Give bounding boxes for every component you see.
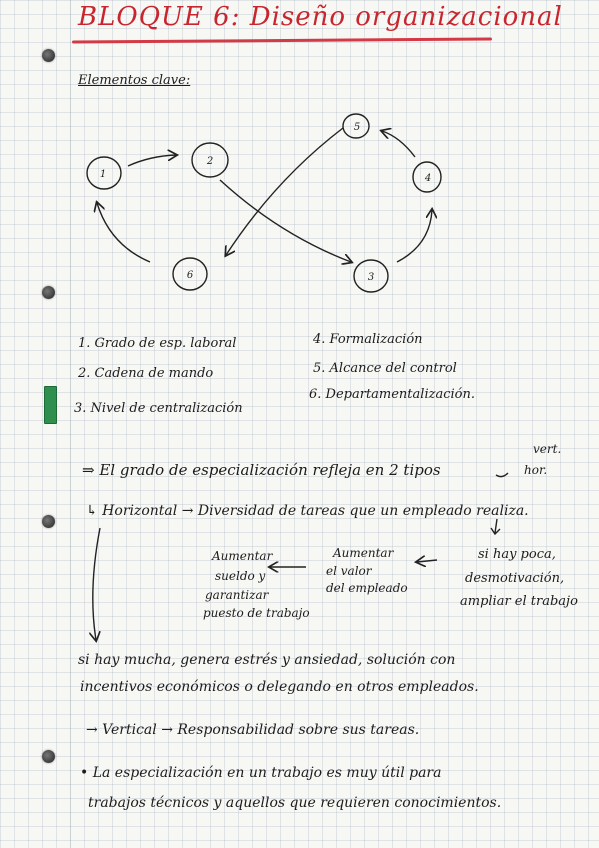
list-item: 5. Alcance del control bbox=[313, 361, 457, 376]
box-right-2: desmotivación, bbox=[465, 571, 565, 586]
box-left-3: garantizar bbox=[205, 588, 269, 602]
type-vert: vert. bbox=[533, 442, 562, 456]
node-label-6: 6 bbox=[187, 270, 194, 281]
section-subtitle: Elementos clave: bbox=[78, 73, 191, 88]
list-item: 3. Nivel de centralización bbox=[74, 401, 243, 416]
app-badge bbox=[44, 386, 57, 424]
box-left-1: Aumentar bbox=[212, 549, 273, 563]
binder-hole bbox=[42, 750, 55, 763]
list-item: 6. Departamentalización. bbox=[309, 387, 475, 402]
arrow-1-to-2 bbox=[127, 155, 176, 167]
box-right-1: si hay poca, bbox=[478, 547, 556, 562]
page-title: BLOQUE 6: Diseño organizacional bbox=[78, 2, 563, 32]
intro-line: ⇒ El grado de especialización refleja en… bbox=[82, 461, 441, 479]
list-item: 4. Formalización bbox=[313, 332, 423, 347]
arrow-2-to-3 bbox=[219, 179, 351, 262]
box-mid-3: del empleado bbox=[326, 581, 408, 595]
mucha-line-1: si hay mucha, genera estrés y ansiedad, … bbox=[78, 652, 456, 668]
node-circle-2 bbox=[191, 142, 229, 178]
tilde-arrow-vert bbox=[495, 472, 509, 478]
vertical-line: → Vertical → Responsabilidad sobre sus t… bbox=[86, 722, 420, 738]
arrow-6-to-1 bbox=[97, 203, 151, 263]
box-mid-1: Aumentar bbox=[333, 546, 394, 560]
down-arrow bbox=[490, 518, 501, 536]
node-label-1: 1 bbox=[100, 169, 106, 180]
node-circle-1 bbox=[86, 156, 122, 190]
box-left-4: puesto de trabajo bbox=[203, 606, 310, 620]
binder-hole bbox=[42, 49, 55, 62]
binder-hole bbox=[42, 286, 55, 299]
node-circle-4 bbox=[412, 161, 442, 193]
node-circle-5 bbox=[342, 113, 370, 139]
node-label-4: 4 bbox=[424, 173, 431, 184]
node-label-2: 2 bbox=[206, 156, 213, 167]
margin-line bbox=[70, 0, 71, 848]
bullet-line-1: • La especialización en un trabajo es mu… bbox=[80, 765, 442, 781]
list-item: 1. Grado de esp. laboral bbox=[78, 336, 237, 351]
long-down-arrow bbox=[93, 527, 100, 640]
box-left-2: sueldo y bbox=[215, 569, 266, 583]
node-label-3: 3 bbox=[368, 272, 374, 283]
arrow-4-to-5 bbox=[382, 131, 416, 158]
horizontal-line: ↳ Horizontal → Diversidad de tareas que … bbox=[86, 503, 529, 519]
arrow-5-to-6 bbox=[226, 127, 344, 255]
mucha-line-2: incentivos económicos o delegando en otr… bbox=[80, 679, 479, 695]
box-mid-2: el valor bbox=[326, 564, 372, 578]
binder-hole bbox=[42, 515, 55, 528]
node-circle-3 bbox=[353, 259, 389, 293]
arrow-right-to-mid bbox=[417, 560, 438, 562]
node-circle-6 bbox=[172, 257, 208, 291]
list-item: 2. Cadena de mando bbox=[78, 366, 214, 381]
bullet-line-2: trabajos técnicos y aquellos que requier… bbox=[88, 795, 502, 811]
node-label-5: 5 bbox=[354, 122, 360, 133]
arrow-3-to-4 bbox=[396, 210, 432, 263]
box-right-3: ampliar el trabajo bbox=[460, 594, 578, 609]
type-hor: hor. bbox=[524, 463, 548, 477]
